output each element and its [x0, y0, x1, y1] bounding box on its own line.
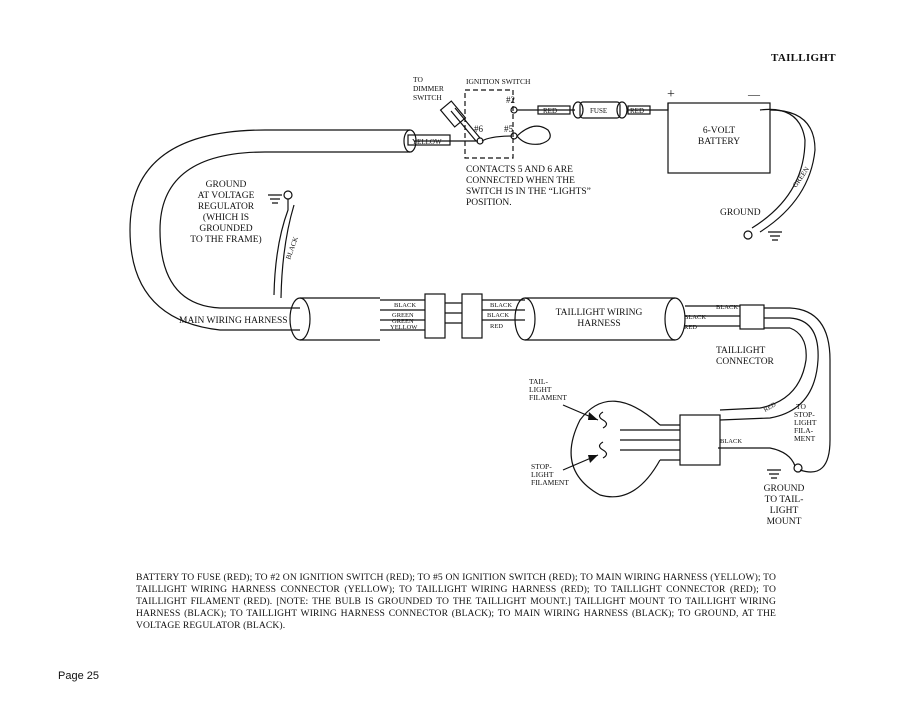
tail-conn-black: BLACK — [490, 302, 512, 309]
mount-ground-label-1: GROUND — [764, 484, 805, 494]
ignition-switch-box — [464, 89, 514, 159]
tail-conn-red: RED — [490, 323, 503, 330]
stop-filament-label-2: LIGHT — [531, 470, 554, 479]
to-stop-label-1: TO — [796, 402, 806, 411]
regulator-label-4: (WHICH IS — [203, 212, 249, 223]
regulator-label-6: TO THE FRAME) — [190, 234, 261, 245]
battery — [667, 102, 771, 174]
tail-filament-label-3: FILAMENT — [529, 393, 567, 402]
diagram-title: TAILLIGHT — [771, 52, 836, 64]
tail-filament-label-2: LIGHT — [529, 385, 552, 394]
battery-label-1: 6-VOLT — [703, 126, 736, 136]
main-harness-inner — [159, 151, 410, 309]
green-ground-cable — [759, 109, 816, 233]
tail-filament-label-1: TAIL- — [529, 377, 548, 386]
harness-connector — [380, 293, 525, 339]
contact-6-label: #6 — [474, 124, 484, 134]
regulator-black-wire — [273, 199, 295, 299]
tl-conn-black-2: BLACK — [684, 314, 706, 321]
battery-ground-label: GROUND — [720, 208, 761, 218]
battery-label-2: BATTERY — [698, 137, 740, 147]
mount-ground-label-2: TO TAIL- — [765, 495, 804, 505]
yellow-wire-label: YELLOW — [412, 138, 442, 146]
main-harness-outer — [129, 129, 410, 331]
taillight-connector-label-1: TAILLIGHT — [716, 346, 766, 356]
taillight-connector-label-2: CONNECTOR — [716, 357, 775, 367]
dimmer-label-2: DIMMER — [413, 84, 444, 93]
contact-2-label: #2 — [506, 95, 515, 105]
dimmer-label-3: SWITCH — [413, 93, 442, 102]
page-number: Page 25 — [58, 670, 99, 682]
taillight-bulb — [570, 400, 661, 498]
to-stop-label-5: MENT — [794, 434, 816, 443]
red-wire-label-1: RED — [543, 107, 557, 115]
to-stop-label-3: LIGHT — [794, 418, 817, 427]
main-conn-yellow: YELLOW — [390, 324, 418, 331]
regulator-label-3: REGULATOR — [198, 202, 255, 212]
battery-plus: + — [667, 87, 675, 102]
battery-minus: — — [747, 87, 761, 101]
fuse-label: FUSE — [590, 107, 607, 115]
stop-filament-label-3: FILAMENT — [531, 478, 569, 487]
mount-ground-label-3: LIGHT — [770, 506, 799, 516]
mount-ground-label-4: MOUNT — [767, 517, 802, 527]
stop-filament-label-1: STOP- — [531, 462, 552, 471]
contacts-note-3: SWITCH IS IN THE “LIGHTS” — [466, 187, 591, 197]
main-conn-green-2: GREEN — [392, 318, 414, 325]
regulator-label-1: GROUND — [206, 180, 247, 190]
regulator-label-5: GROUNDED — [199, 224, 252, 234]
red-wire-label-2: RED — [630, 107, 644, 115]
taillight-connector — [739, 304, 765, 330]
to-stop-label-2: STOP- — [794, 410, 815, 419]
contact-5-label: #5 — [504, 124, 514, 134]
ignition-switch-label: IGNITION SWITCH — [466, 77, 531, 86]
taillight-harness-label-1: TAILLIGHT WIRING — [556, 308, 643, 318]
tl-conn-red: RED — [684, 324, 697, 331]
contacts-note-1: CONTACTS 5 AND 6 ARE — [466, 165, 573, 175]
wiring-caption: BATTERY TO FUSE (RED); TO #2 ON IGNITION… — [136, 572, 776, 631]
tail-conn-black-2: BLACK — [487, 312, 509, 319]
lamp-black-label: BLACK — [720, 438, 742, 445]
contacts-note-4: POSITION. — [466, 198, 512, 208]
main-conn-green: GREEN — [392, 312, 414, 319]
main-conn-black: BLACK — [394, 302, 416, 309]
main-harness-label: MAIN WIRING HARNESS — [179, 316, 288, 326]
dimmer-wire — [450, 107, 481, 142]
tl-conn-black-1: BLACK — [716, 304, 738, 311]
to-stop-label-4: FILA- — [794, 426, 814, 435]
main-harness-end-bottom — [289, 297, 311, 341]
regulator-label-2: AT VOLTAGE — [198, 191, 255, 201]
fuse — [579, 101, 621, 119]
taillight-harness-label-2: HARNESS — [577, 319, 620, 329]
contacts-note-2: CONNECTED WHEN THE — [466, 176, 575, 186]
dimmer-label-1: TO — [413, 75, 423, 84]
taillight-harness-body — [525, 297, 675, 341]
